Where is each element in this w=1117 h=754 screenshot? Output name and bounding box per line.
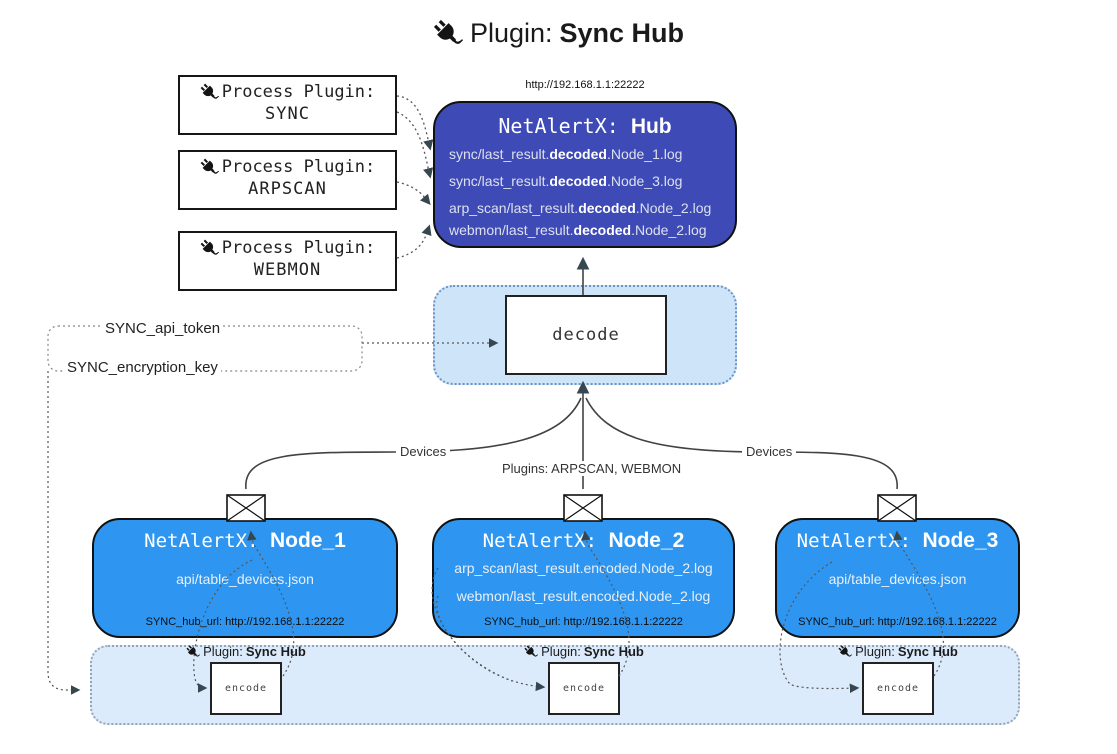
node-3-hub-url: SYNC_hub_url: http://192.168.1.1:22222 bbox=[798, 616, 997, 628]
process-plugin-webmon-label: Process Plugin: bbox=[180, 236, 395, 259]
node-2-hub-url: SYNC_hub_url: http://192.168.1.1:22222 bbox=[484, 616, 683, 628]
node-1-file: api/table_devices.json bbox=[176, 571, 314, 587]
process-plugin-webmon: Process Plugin: WEBMON bbox=[178, 231, 397, 291]
node-3-box: NetAlertX: Node_3 api/table_devices.json… bbox=[775, 518, 1020, 638]
node-2-file: webmon/last_result.encoded.Node_2.log bbox=[456, 588, 711, 604]
setting-sync-api-token: SYNC_api_token bbox=[102, 320, 224, 337]
plug-icon bbox=[430, 16, 466, 51]
process-plugin-label-text: Process Plugin: bbox=[221, 238, 376, 258]
process-plugin-label-text: Process Plugin: bbox=[221, 82, 376, 102]
hub-title-prefix: NetAlertX: bbox=[498, 114, 631, 138]
page-title-bold: Sync Hub bbox=[559, 18, 685, 48]
envelope-icon bbox=[563, 494, 603, 522]
setting-sync-encryption-key: SYNC_encryption_key bbox=[64, 359, 221, 376]
band-label-sync-hub-1: Plugin:Sync Hub bbox=[166, 643, 326, 660]
plug-icon bbox=[198, 155, 221, 178]
envelope-icon bbox=[877, 494, 917, 522]
decode-box: decode bbox=[505, 295, 667, 375]
node-2-box: NetAlertX: Node_2 arp_scan/last_result.e… bbox=[432, 518, 735, 638]
hub-url: http://192.168.1.1:22222 bbox=[525, 79, 645, 91]
encode-box-3: encode bbox=[862, 662, 934, 715]
node-3-title: NetAlertX: Node_3 bbox=[796, 529, 999, 552]
process-plugin-arpscan: Process Plugin: ARPSCAN bbox=[178, 150, 397, 210]
hub-log-line: arp_scan/last_result.decoded.Node_2.log bbox=[449, 200, 712, 216]
node-3-file: api/table_devices.json bbox=[828, 571, 967, 587]
band-label-sync-hub-3: Plugin:Sync Hub bbox=[818, 643, 978, 660]
page-title: Plugin:Sync Hub bbox=[0, 16, 1117, 51]
edge-label-devices-right: Devices bbox=[742, 444, 797, 459]
node-1-box: NetAlertX: Node_1 api/table_devices.json… bbox=[92, 518, 398, 638]
process-plugin-sync-label: Process Plugin: bbox=[180, 80, 395, 103]
process-plugin-sync-name: SYNC bbox=[265, 104, 310, 124]
node-2-file: arp_scan/last_result.encoded.Node_2.log bbox=[454, 560, 713, 576]
hub-log-line: sync/last_result.decoded.Node_3.log bbox=[449, 173, 683, 189]
hub-title: NetAlertX: Hub bbox=[435, 114, 735, 139]
plug-icon bbox=[198, 236, 221, 259]
envelope-icon bbox=[226, 494, 266, 522]
edge-label-plugins: Plugins: ARPSCAN, WEBMON bbox=[498, 461, 686, 476]
node-2-title: NetAlertX: Node_2 bbox=[482, 529, 685, 552]
plug-icon bbox=[185, 643, 202, 660]
node-1-hub-url: SYNC_hub_url: http://192.168.1.1:22222 bbox=[145, 616, 345, 628]
process-plugin-arpscan-label: Process Plugin: bbox=[180, 155, 395, 178]
hub-title-bold: Hub bbox=[630, 115, 672, 138]
plug-icon bbox=[523, 643, 540, 660]
process-plugin-sync: Process Plugin: SYNC bbox=[178, 75, 397, 135]
hub-box: NetAlertX: Hub sync/last_result.decoded.… bbox=[433, 101, 737, 248]
process-plugin-label-text: Process Plugin: bbox=[221, 157, 376, 177]
encode-box-2: encode bbox=[548, 662, 620, 715]
page-title-prefix: Plugin: bbox=[469, 18, 553, 48]
process-plugin-arpscan-name: ARPSCAN bbox=[248, 179, 327, 199]
plugin-to-hub-links bbox=[396, 95, 434, 259]
plug-icon bbox=[198, 80, 221, 103]
plug-icon bbox=[837, 643, 854, 660]
edge-label-devices-left: Devices bbox=[396, 444, 451, 459]
encode-box-1: encode bbox=[210, 662, 282, 715]
hub-log-line: webmon/last_result.decoded.Node_2.log bbox=[449, 222, 707, 238]
node-1-title: NetAlertX: Node_1 bbox=[144, 529, 346, 552]
process-plugin-webmon-name: WEBMON bbox=[253, 260, 322, 280]
band-label-sync-hub-2: Plugin:Sync Hub bbox=[504, 643, 664, 660]
hub-log-line: sync/last_result.decoded.Node_1.log bbox=[449, 146, 683, 162]
